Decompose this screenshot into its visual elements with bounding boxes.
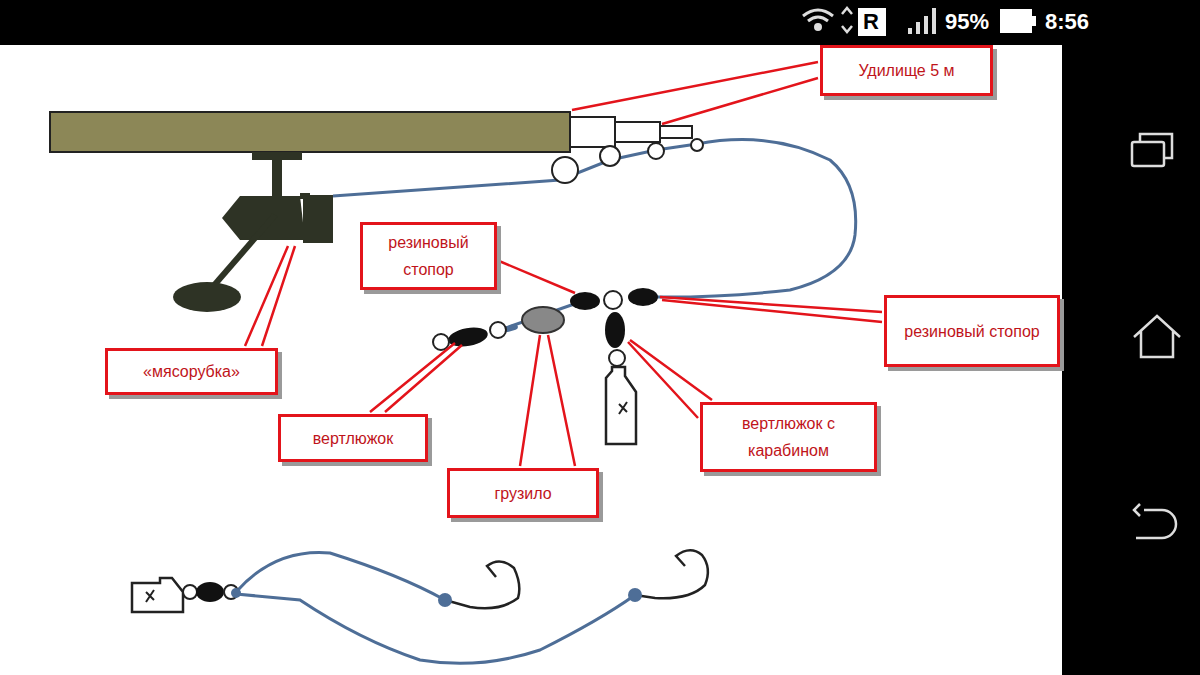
callout-label: Удилище 5 м — [858, 57, 954, 84]
rig — [433, 288, 658, 444]
status-bar — [0, 0, 1200, 45]
callout-label: резиновый стопор — [373, 229, 484, 283]
callout-label: «мясорубка» — [143, 358, 240, 385]
hook-leader — [132, 550, 708, 663]
sinker — [522, 307, 564, 333]
callout-label: вертлюжок с карабином — [713, 410, 864, 464]
callout-box: резиновый стопор — [360, 222, 497, 290]
callout-box: вертлюжок с карабином — [700, 402, 877, 472]
rubber-stopper — [570, 292, 600, 310]
callout-label: вертлюжок — [313, 425, 394, 452]
callout-box: Удилище 5 м — [820, 45, 993, 96]
spinning-reel — [173, 152, 333, 312]
nav-bar — [1062, 0, 1200, 675]
snap-swivel — [605, 312, 625, 348]
callout-box: грузило — [447, 468, 599, 518]
rod — [50, 112, 692, 152]
callout-box: «мясорубка» — [105, 348, 278, 395]
status-text: R — [863, 9, 879, 35]
status-icons — [803, 8, 1036, 36]
callout-box: вертлюжок — [278, 414, 428, 462]
callout-label: резиновый стопор — [904, 318, 1039, 345]
status-text: 95% — [945, 9, 989, 35]
rubber-stopper — [628, 288, 658, 306]
rod-guides — [552, 139, 703, 183]
callout-label: грузило — [494, 480, 551, 507]
fishing-line — [333, 140, 856, 298]
nav-icons — [1132, 134, 1180, 538]
callout-box: резиновый стопор — [884, 295, 1060, 367]
status-text: 8:56 — [1045, 9, 1089, 35]
